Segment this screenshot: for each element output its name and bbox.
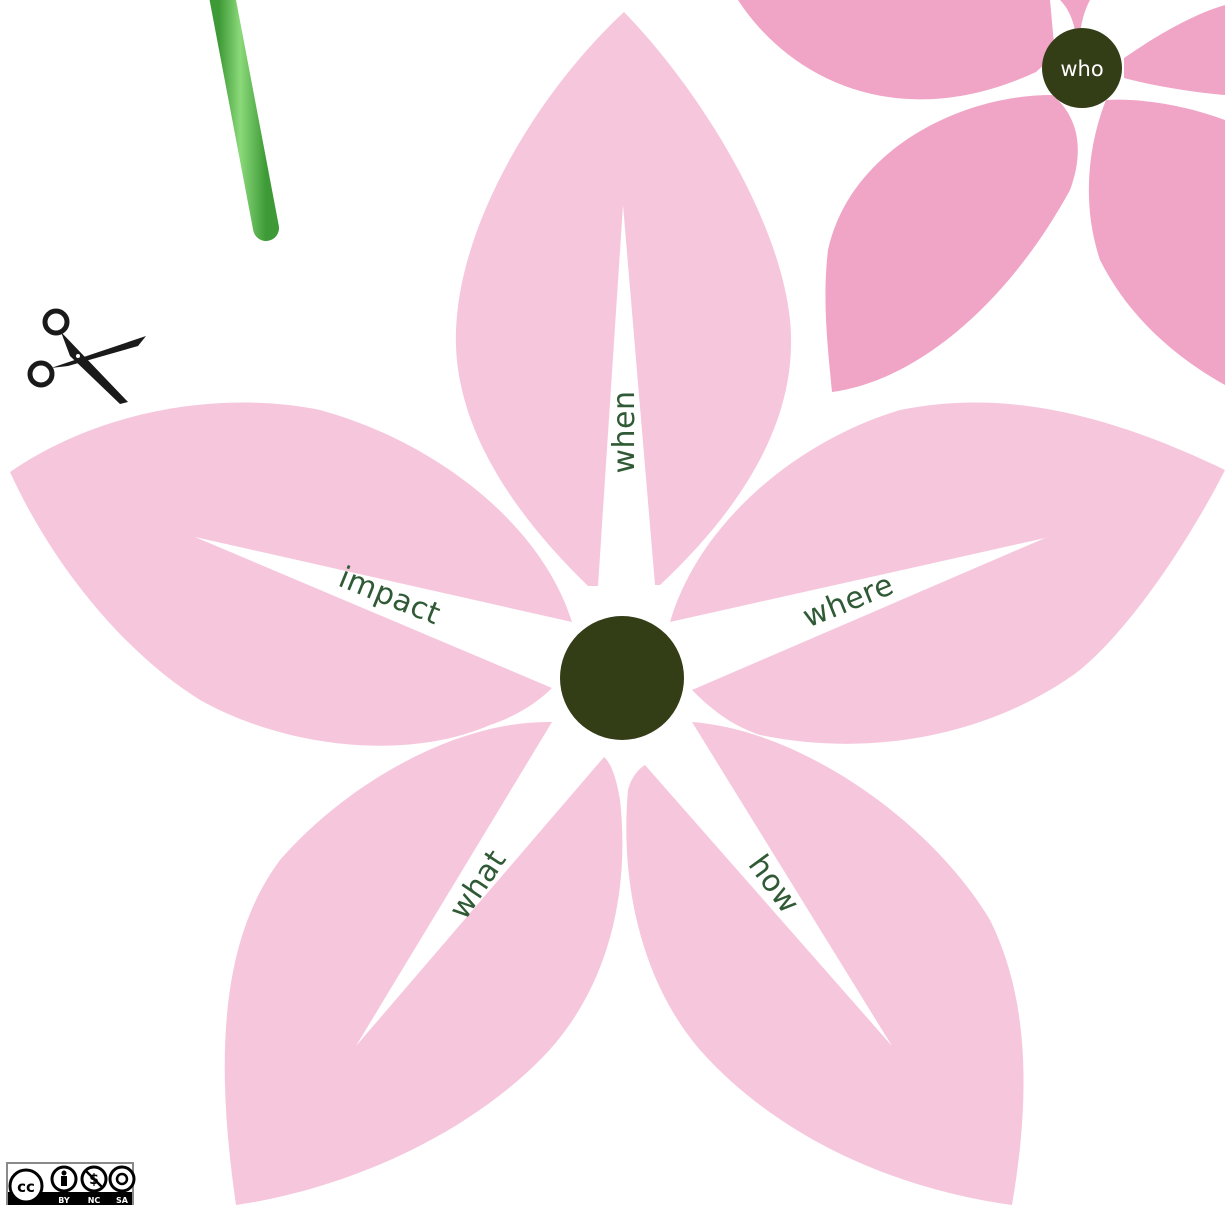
main-flower-center [560, 616, 684, 740]
second-flower-center-label: who [1060, 57, 1103, 81]
stem-icon [219, 0, 266, 228]
petal-how [626, 722, 1023, 1205]
petal-what [225, 722, 623, 1205]
petal-label-when: when [607, 390, 642, 473]
cc-label-nc: NC [88, 1196, 101, 1205]
cc-label-sa: SA [116, 1196, 129, 1205]
cc-license-icon: cc $ BY NC SA [6, 1162, 134, 1205]
second-flower: who [738, 0, 1225, 392]
cc-label-by: BY [58, 1196, 70, 1205]
second-flower-petal [738, 0, 1055, 99]
svg-text:cc: cc [17, 1178, 35, 1196]
second-flower-petal-right [1124, 5, 1225, 95]
petal-when [456, 12, 791, 586]
second-flower-petal-bottom-left [825, 95, 1077, 392]
second-flower-petal-bottom-right [1089, 100, 1225, 385]
scissors-icon [30, 311, 146, 404]
second-flower-petal-left [738, 0, 1055, 99]
